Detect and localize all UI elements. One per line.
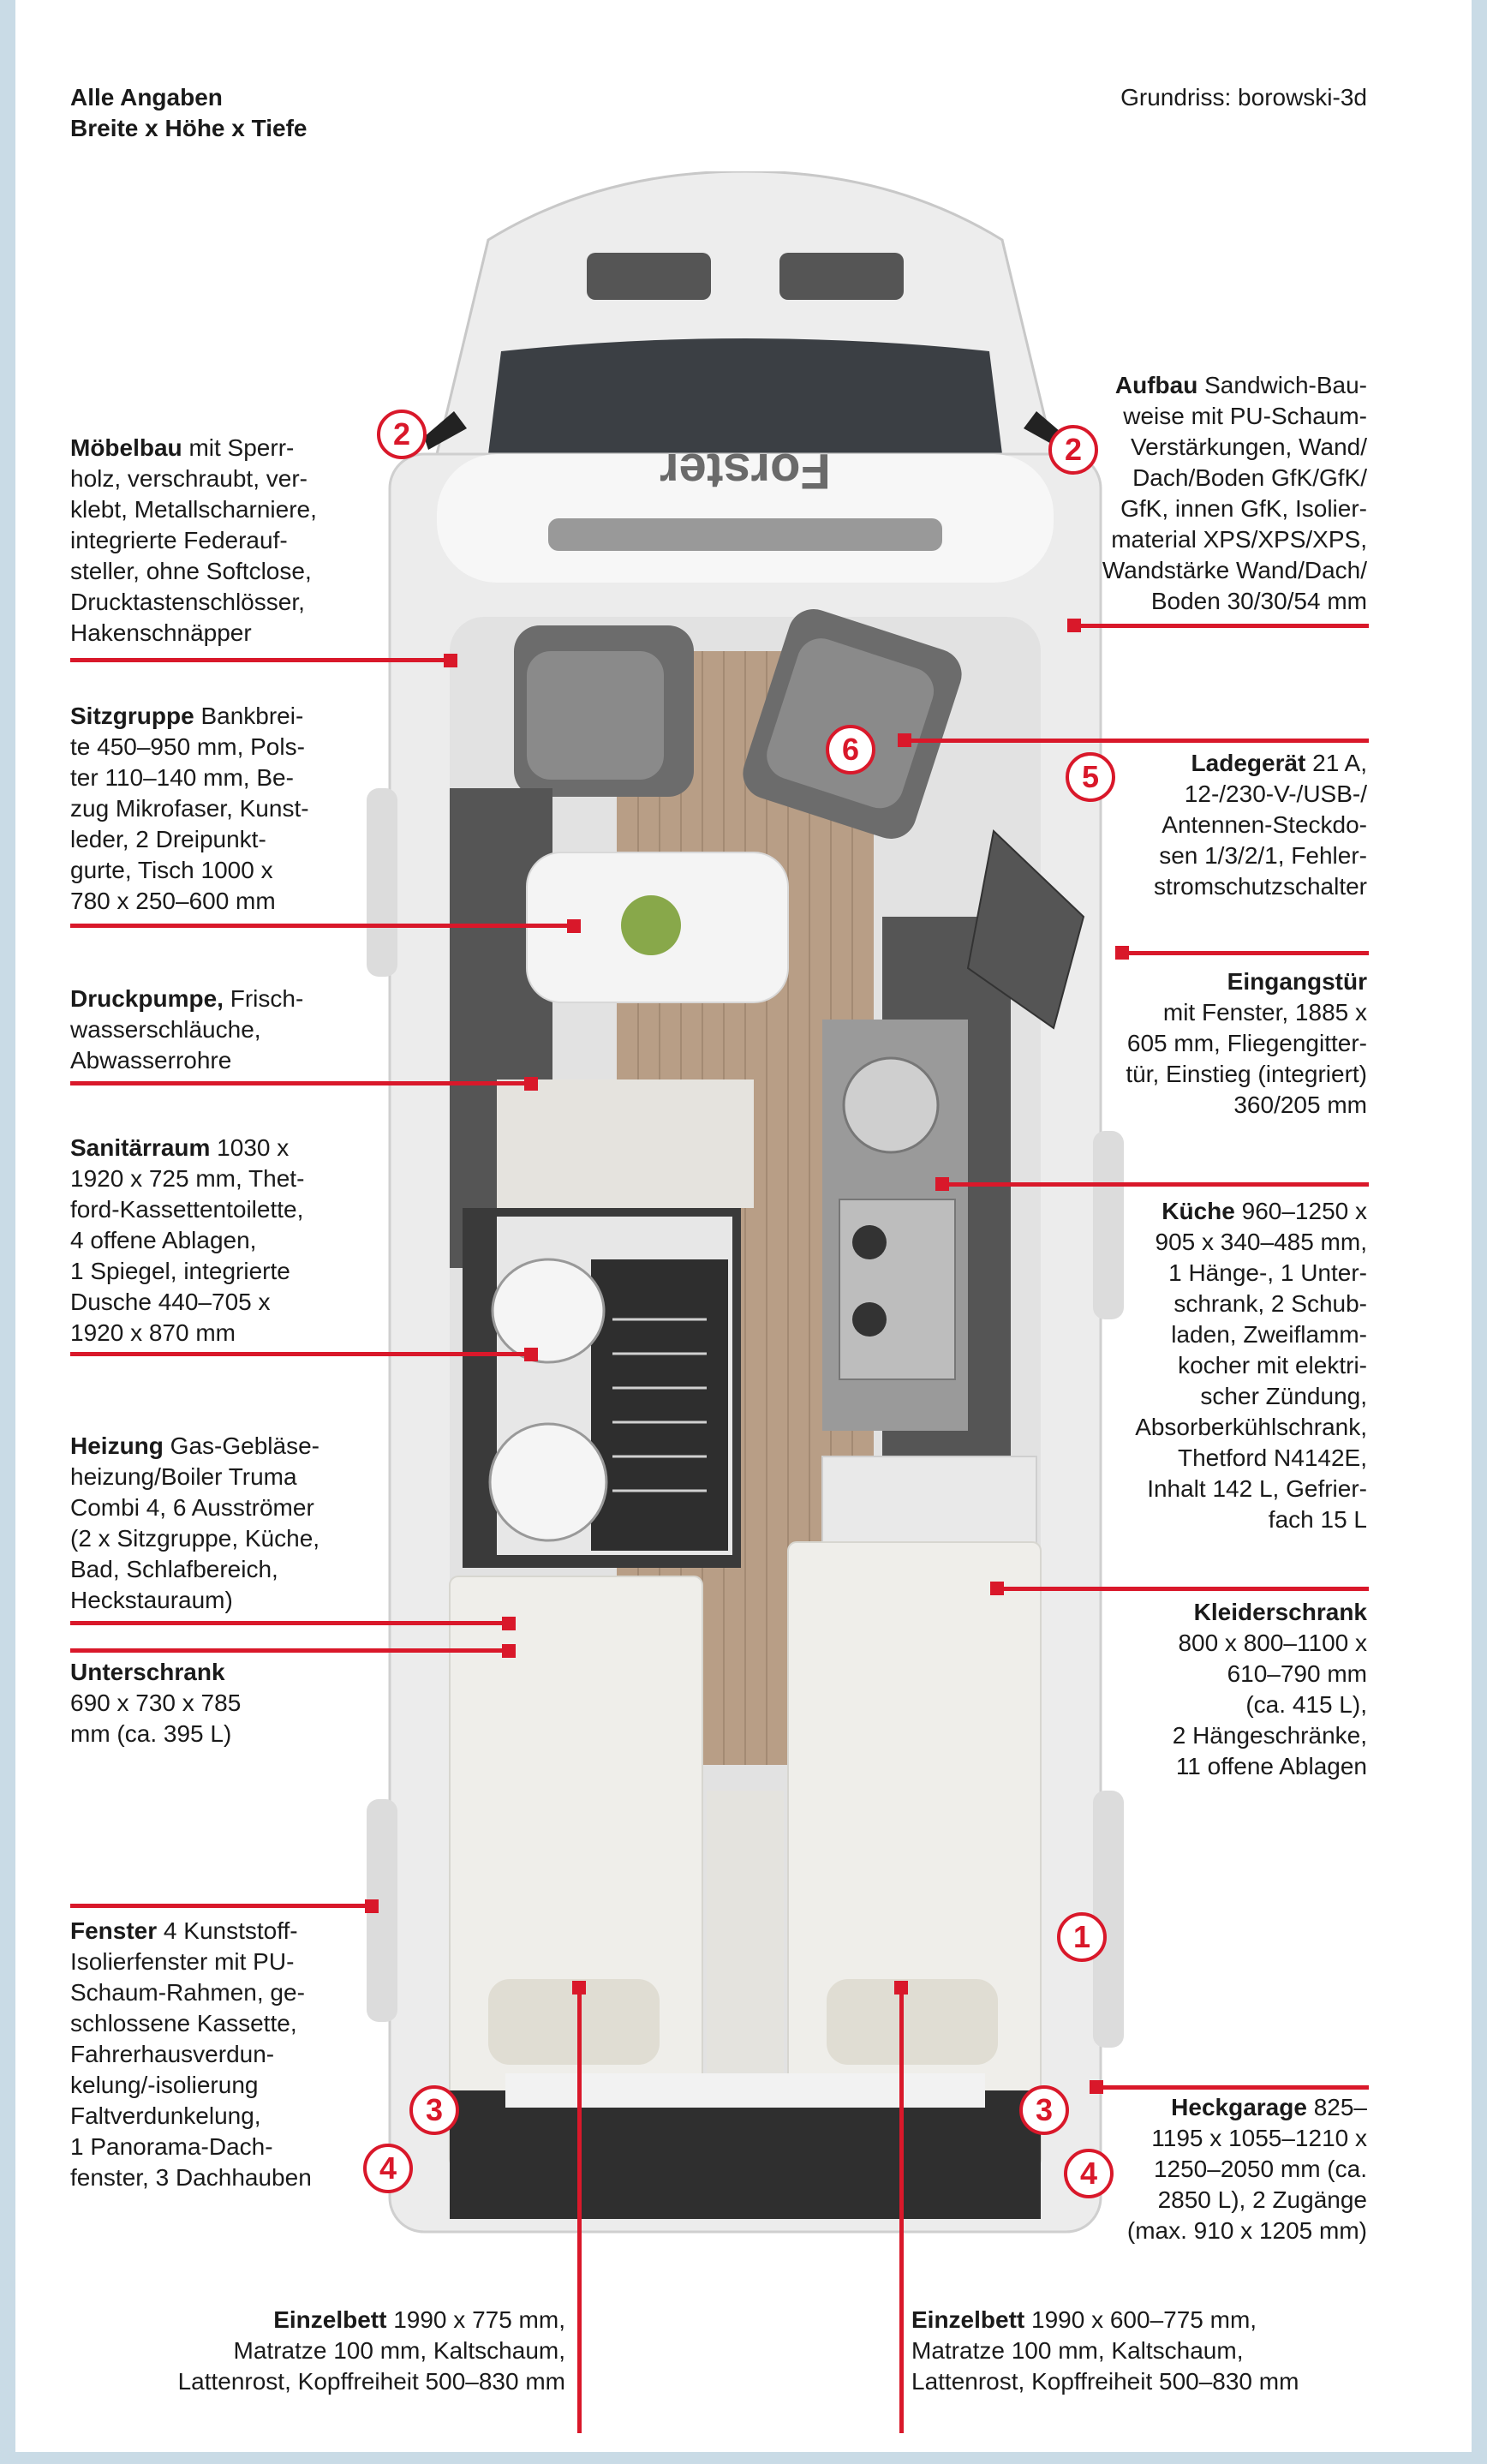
callout-6: 6 bbox=[826, 725, 875, 774]
rear-garage bbox=[450, 2090, 1041, 2219]
header-note: Alle Angaben Breite x Höhe x Tiefe bbox=[70, 84, 308, 141]
frame-right bbox=[1472, 0, 1487, 2464]
spec-fenster: Fenster 4 Kunststoff- Isolierfenster mit… bbox=[70, 1917, 312, 2191]
callout-2-right: 2 bbox=[1048, 425, 1098, 475]
marker-unterschrank bbox=[502, 1644, 516, 1658]
spec-kleiderschrank: Kleiderschrank 800 x 800–1100 x 610–790 … bbox=[1172, 1599, 1367, 1779]
fruit-bowl-icon bbox=[621, 895, 681, 955]
spec-heizung: Heizung Gas-Gebläse- heizung/Boiler Trum… bbox=[70, 1432, 320, 1613]
floor-plan: Forster bbox=[367, 171, 1124, 2234]
marker-bed-left bbox=[572, 1981, 586, 1995]
mirror-left-icon bbox=[424, 411, 467, 450]
rule-sitzgruppe bbox=[70, 924, 576, 928]
callout-2-left: 2 bbox=[377, 410, 427, 459]
marker-heckgarage bbox=[1090, 2080, 1103, 2094]
burner-1-icon bbox=[852, 1225, 887, 1259]
rule-kleiderschrank bbox=[997, 1587, 1369, 1591]
spec-eingangstuer: Eingangstür mit Fenster, 1885 x 605 mm, … bbox=[1126, 968, 1367, 1118]
window-right-mid bbox=[1093, 1131, 1124, 1319]
rule-aufbau bbox=[1074, 624, 1369, 628]
spec-unterschrank: Unterschrank 690 x 730 x 785 mm (ca. 395… bbox=[70, 1659, 242, 1747]
marker-sanitaerraum bbox=[524, 1348, 538, 1361]
rule-eingangstuer bbox=[1122, 951, 1369, 955]
window-right-rear bbox=[1093, 1791, 1124, 2048]
spec-druckpumpe: Druckpumpe, Frisch- wasserschläuche, Abw… bbox=[70, 985, 304, 1074]
cab-vent-right bbox=[779, 253, 904, 300]
callout-5: 5 bbox=[1066, 752, 1115, 802]
spec-ladegeraet: Ladegerät 21 A, 12-/230-V-/USB-/ Antenne… bbox=[1154, 750, 1367, 900]
burner-2-icon bbox=[852, 1302, 887, 1337]
callout-1: 1 bbox=[1057, 1912, 1107, 1962]
spec-heckgarage: Heckgarage 825– 1195 x 1055–1210 x 1250–… bbox=[1126, 2094, 1367, 2244]
image-credit: Grundriss: borowski-3d bbox=[1120, 84, 1367, 111]
shower-tray bbox=[591, 1259, 728, 1551]
callout-4-left: 4 bbox=[363, 2144, 413, 2193]
marker-kueche bbox=[935, 1177, 949, 1191]
rule-heizung bbox=[70, 1621, 516, 1625]
rule-heckgarage bbox=[1096, 2085, 1369, 2090]
windshield bbox=[488, 338, 1002, 454]
rule-druckpumpe bbox=[70, 1081, 533, 1085]
rule-moebelbau bbox=[70, 658, 447, 662]
pillow-right bbox=[827, 1979, 998, 2065]
brand-logo: Forster bbox=[660, 443, 831, 499]
rule-sanitaerraum bbox=[70, 1352, 533, 1356]
rule-ladegeraet bbox=[905, 739, 1369, 743]
spec-sanitaerraum: Sanitärraum 1030 x 1920 x 725 mm, Thet- … bbox=[70, 1134, 305, 1346]
frame-left bbox=[0, 0, 15, 2464]
entrance-door bbox=[966, 829, 1085, 1030]
marker-bed-right bbox=[894, 1981, 908, 1995]
marker-heizung bbox=[502, 1617, 516, 1630]
rule-bed-left bbox=[577, 1988, 582, 2433]
sink-icon bbox=[842, 1056, 940, 1154]
side-counter bbox=[497, 1079, 754, 1208]
spec-bed-left: Einzelbett 1990 x 775 mm, Matratze 100 m… bbox=[177, 2306, 565, 2395]
callout-3-right: 3 bbox=[1019, 2085, 1069, 2135]
rule-bed-right bbox=[899, 1988, 904, 2433]
marker-aufbau bbox=[1067, 619, 1081, 632]
driver-seat-cushion bbox=[527, 651, 664, 780]
marker-sitzgruppe bbox=[567, 919, 581, 933]
window-left-rear bbox=[367, 1799, 397, 2022]
marker-moebelbau bbox=[444, 654, 457, 667]
rule-kueche bbox=[942, 1182, 1369, 1187]
window-left-front bbox=[367, 788, 397, 977]
marker-eingangstuer bbox=[1115, 946, 1129, 960]
skylight bbox=[548, 518, 942, 551]
spec-bed-right: Einzelbett 1990 x 600–775 mm, Matratze 1… bbox=[911, 2306, 1299, 2395]
spec-kueche: Küche 960–1250 x 905 x 340–485 mm, 1 Hän… bbox=[1135, 1198, 1367, 1533]
spec-moebelbau: Möbelbau mit Sperr- holz, verschraubt, v… bbox=[70, 434, 317, 646]
frame-bottom bbox=[0, 2452, 1487, 2464]
rule-fenster bbox=[70, 1904, 379, 1908]
rear-garage-bar bbox=[505, 2073, 985, 2108]
marker-druckpumpe bbox=[524, 1077, 538, 1091]
marker-kleiderschrank bbox=[990, 1582, 1004, 1595]
wash-basin-icon bbox=[491, 1258, 606, 1364]
shower-grate bbox=[612, 1318, 707, 1492]
callout-3-left: 3 bbox=[409, 2085, 459, 2135]
passenger-seat-cushion bbox=[767, 638, 935, 809]
stove bbox=[839, 1199, 956, 1380]
marker-ladegeraet bbox=[898, 733, 911, 747]
toilet-icon bbox=[488, 1422, 608, 1542]
marker-fenster bbox=[365, 1899, 379, 1913]
spec-aufbau: Aufbau Sandwich-Bau- weise mit PU-Schaum… bbox=[1102, 372, 1367, 614]
rule-unterschrank bbox=[70, 1648, 516, 1653]
callout-4-right: 4 bbox=[1064, 2149, 1114, 2198]
pillow-left bbox=[488, 1979, 660, 2065]
cab-vent-left bbox=[587, 253, 711, 300]
spec-sitzgruppe: Sitzgruppe Bankbrei- te 450–950 mm, Pols… bbox=[70, 703, 309, 914]
